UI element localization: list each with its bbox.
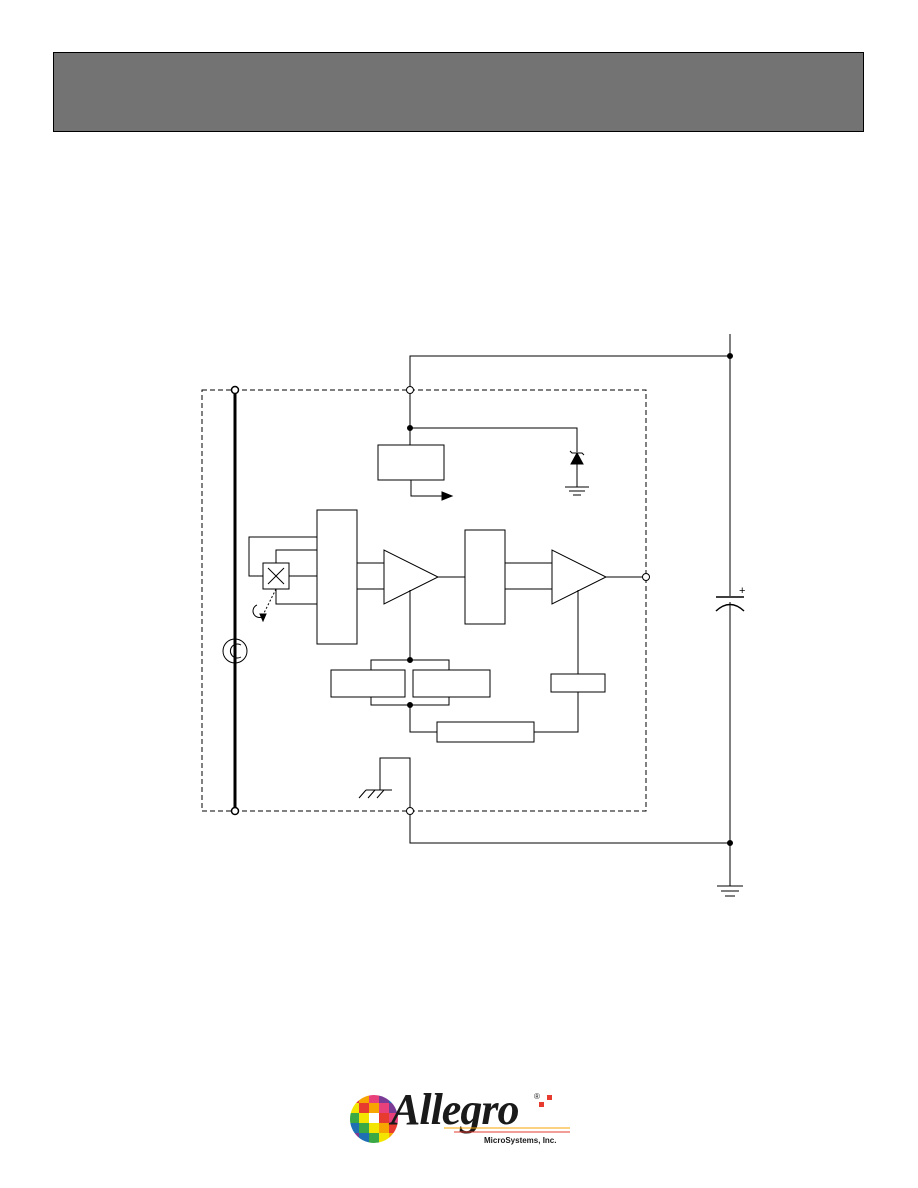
vcc-pin: [406, 386, 414, 394]
cap-polarity-label: +: [739, 585, 745, 597]
ip-plus-pin: [230, 385, 240, 395]
logo-mosaic-icon: [350, 1095, 398, 1143]
logo-wordmark: Allegro: [391, 1085, 519, 1134]
zener-clamp-icon: [565, 450, 589, 496]
magnetic-flux-icon: [252, 588, 277, 623]
ip-minus-pin: [230, 806, 240, 816]
logo-subtitle: MicroSystems, Inc.: [484, 1136, 557, 1145]
ground-icon: [717, 885, 743, 897]
offset-trim-block: [412, 669, 491, 698]
temperature-block: [550, 673, 606, 693]
gnd-pin: [406, 807, 414, 815]
current-direction-icon: [222, 638, 248, 664]
logo-registered-mark: ®: [534, 1092, 540, 1101]
bypass-capacitor-icon: [715, 596, 745, 612]
logo-stripes-icon: [444, 1095, 570, 1133]
regulator-block: [377, 444, 445, 481]
chassis-ground-icon: [358, 757, 411, 811]
allegro-logo: Allegro ® MicroSystems, Inc.: [344, 1088, 580, 1158]
amplifier-1: [383, 549, 440, 605]
filter-block: [464, 529, 506, 625]
viout-pin: [642, 573, 650, 581]
header-bar: [53, 52, 864, 132]
vcc-rail: [409, 355, 730, 390]
gain-trim-block: [330, 669, 406, 698]
output-amplifier: [551, 549, 608, 605]
dynamic-offset-block: [316, 509, 358, 645]
trim-control-block: [436, 721, 535, 743]
